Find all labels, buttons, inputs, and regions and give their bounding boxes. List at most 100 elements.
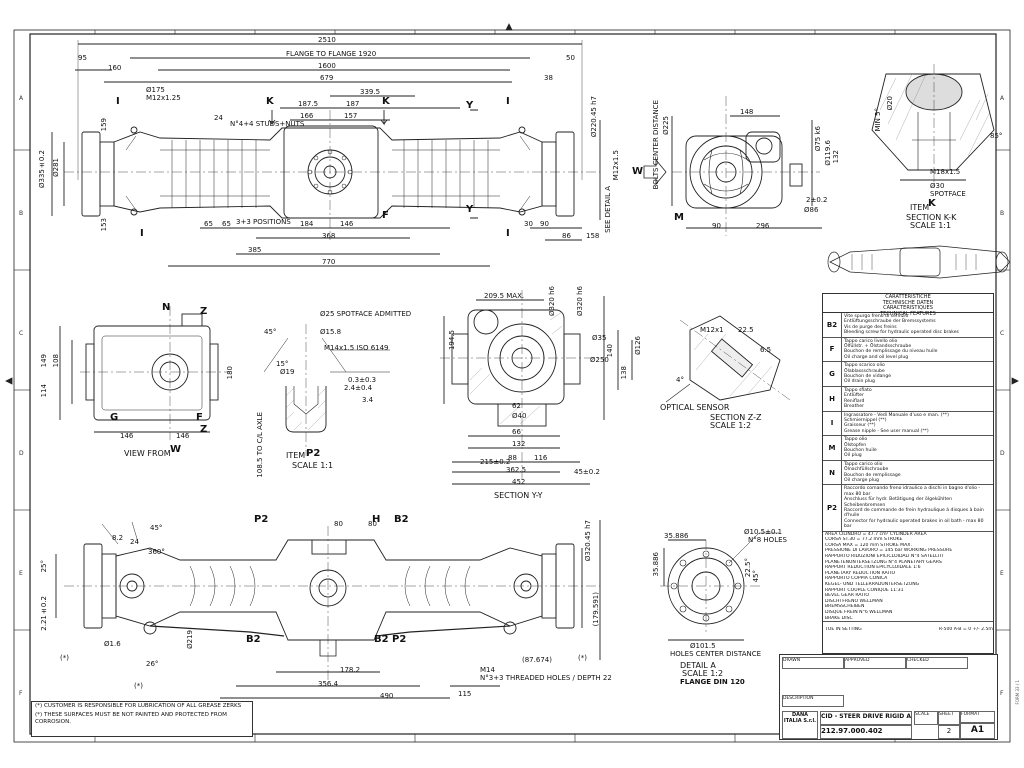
features-row-line: Tappo carico livello olio bbox=[844, 338, 898, 344]
tb-drawing-number: 212.97.000.402 bbox=[820, 725, 912, 739]
item-letter-i-2: I bbox=[140, 228, 144, 239]
dim-452: 452 bbox=[512, 478, 526, 486]
item-letter-i-3: I bbox=[506, 96, 510, 107]
dim-148: 148 bbox=[740, 108, 754, 116]
dim-116: 116 bbox=[534, 454, 548, 462]
tb-drawing-title: CID - STEER DRIVE RIGID AXLE bbox=[820, 711, 912, 725]
dim-dia-220: Ø220.45 h7 bbox=[590, 96, 598, 138]
dim-87-674: (87.674) bbox=[522, 656, 552, 664]
dim-yy-dia-320-a: Ø320 h6 bbox=[548, 286, 556, 316]
dim-bottom-24: 24 bbox=[130, 538, 139, 546]
dim-m18: M18x1.5 bbox=[930, 168, 961, 176]
dim-339: 339.5 bbox=[360, 88, 381, 96]
section-yy-title: SECTION Y-Y bbox=[494, 491, 543, 500]
dim-356-4: 356.4 bbox=[318, 680, 339, 688]
features-row-line: Bouchon huile bbox=[844, 447, 877, 453]
dim-85deg: 85° bbox=[990, 132, 1003, 140]
tb-label-description: DESCRIPTION bbox=[782, 695, 844, 707]
dim-50: 50 bbox=[566, 54, 575, 62]
features-row-line: Vis de purge des freins bbox=[844, 324, 897, 330]
label-holes-center-distance: HOLES CENTER DISTANCE bbox=[670, 650, 762, 658]
label-optical-sensor: OPTICAL SENSOR bbox=[660, 403, 730, 412]
frame-row-marker: B bbox=[1000, 210, 1005, 217]
dim-22-5: 22.5 bbox=[738, 326, 754, 334]
features-row-line: Oil drain plug bbox=[844, 379, 875, 385]
features-row-line: Oil plug bbox=[844, 453, 862, 459]
section-zz-title: SECTION Z-Z bbox=[710, 413, 762, 422]
item-letter-i-1: I bbox=[116, 96, 120, 107]
features-row-desc: Raccordo comando freno idraulico a disch… bbox=[842, 485, 993, 530]
detail-a-flange: FLANGE DIN 120 bbox=[680, 678, 745, 686]
dim-bottom-45deg: 45° bbox=[150, 524, 163, 532]
features-row-line: Ölnachfüllschraube bbox=[844, 467, 889, 473]
dim-146: 146 bbox=[340, 220, 354, 228]
dim-215: 215±0.2 bbox=[480, 458, 511, 466]
dim-140: 140 bbox=[606, 344, 614, 358]
dim-dia-86: Ø86 bbox=[804, 206, 819, 214]
label-see-detail-a: 3+3 POSITIONS bbox=[236, 218, 291, 226]
dim-166: 166 bbox=[300, 112, 314, 120]
features-spec-line: DISQUE FREIN N°6 WELLMAN bbox=[825, 609, 893, 615]
dim-1600: 1600 bbox=[318, 62, 336, 70]
features-spec-line: CORSA MAX = 120 mm STROKE MAX. bbox=[825, 542, 912, 548]
item-letter-y-1: Y bbox=[466, 100, 474, 111]
dim-108: 108 bbox=[52, 354, 60, 368]
dim-35-886-h: 35.886 bbox=[664, 532, 689, 540]
features-spec-line: CORSA ST.30 = 77.2 mm STROKE bbox=[825, 537, 903, 543]
dim-a-45deg: 45° bbox=[752, 570, 760, 583]
features-row-key: F bbox=[823, 337, 842, 362]
features-row-line: Raccordo comando freno idraulico a disch… bbox=[844, 486, 981, 497]
dim-p2-15deg: 15° bbox=[276, 360, 289, 368]
dim-dia-10-5: Ø10.5±0.1 bbox=[744, 528, 783, 536]
dim-22-5deg: 22.5° bbox=[744, 558, 752, 578]
features-spec-line: DISCHI FRENO WELLMAN bbox=[825, 598, 883, 604]
view-from-w-letter: W bbox=[170, 444, 182, 455]
dim-114: 114 bbox=[40, 384, 48, 398]
dim-115: 115 bbox=[458, 690, 472, 698]
item-letter-z-2: Z bbox=[200, 424, 208, 435]
features-header-line: TECHNICAL FEATURES bbox=[880, 310, 936, 317]
label-stud-bolts: M12x1.5 bbox=[612, 150, 620, 181]
dim-86: 86 bbox=[562, 232, 571, 240]
dim-6-5: 6.5 bbox=[760, 346, 772, 354]
features-row-line: Tappo olio bbox=[844, 437, 868, 443]
notes-box: (*) CUSTOMER IS RESPONSIBLE FOR LUBRICAT… bbox=[31, 701, 253, 737]
dim-38: 38 bbox=[544, 74, 553, 82]
frame-row-marker: D bbox=[1000, 450, 1005, 457]
dim-dia-30: Ø30 bbox=[930, 182, 945, 190]
dim-bottom-25deg: 25° bbox=[40, 560, 48, 573]
dim-w-146-right: 146 bbox=[176, 432, 190, 440]
item-letter-f: F bbox=[382, 210, 389, 221]
dim-24: 24 bbox=[214, 114, 223, 122]
item-letter-b2-top: B2 bbox=[394, 514, 409, 525]
dim-132: 132 bbox=[832, 150, 840, 164]
features-row-line: Bouchon de vidange bbox=[844, 374, 892, 380]
dim-0-3: 0.3±0.3 bbox=[348, 376, 377, 384]
features-row-key: G bbox=[823, 362, 842, 386]
item-letter-y-2: Y bbox=[466, 204, 474, 215]
features-row-line: Bleeding screw for hydraulic operated di… bbox=[844, 330, 959, 336]
features-header-line: TECHNISCHE DATEN bbox=[882, 299, 934, 306]
features-row-desc: Ingrassatore - Vedi Manuale d'uso e man.… bbox=[842, 412, 993, 436]
features-row-line: Reniflard bbox=[844, 398, 865, 404]
frame-row-marker: E bbox=[1000, 570, 1004, 577]
dim-160: 160 bbox=[108, 64, 122, 72]
tb-label-approved: APPROVED bbox=[844, 657, 906, 669]
dim-3-4: 3.4 bbox=[362, 396, 374, 404]
item-letter-h: H bbox=[372, 514, 381, 525]
item-letter-p2-top: P2 bbox=[254, 514, 269, 525]
toe-in-row: TOE IN SETTING R-500 A-B = 0 +/- 2.5mm bbox=[823, 621, 993, 638]
features-row-key: I bbox=[823, 411, 842, 436]
dim-180: 180 bbox=[226, 366, 234, 380]
edge-form-text: FORM 33 / 1 bbox=[1015, 680, 1020, 705]
features-row-line: Oil charge plug bbox=[844, 477, 879, 483]
